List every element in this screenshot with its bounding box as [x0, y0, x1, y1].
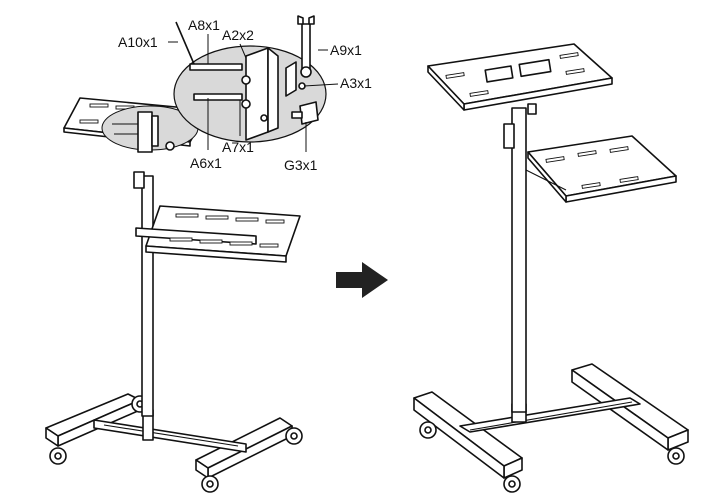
- label-a3: A3x1: [340, 75, 372, 91]
- top-tray-right: [427, 43, 613, 111]
- allen-key-icon: [175, 21, 195, 65]
- base-right: [413, 363, 689, 493]
- right-arrow-icon: [336, 262, 388, 298]
- label-a6: A6x1: [190, 155, 222, 171]
- detail-callout: A10x1 A8x1 A2x2 A9x1 A3x1 A6x1 A7x1 G3x1: [118, 15, 372, 173]
- base-left: [45, 393, 303, 493]
- wrench-icon: [297, 15, 315, 78]
- label-a9: A9x1: [330, 42, 362, 58]
- column-right: [511, 107, 527, 413]
- label-a10: A10x1: [118, 34, 158, 50]
- label-a2: A2x2: [222, 27, 254, 43]
- bolt-a6: [193, 93, 243, 101]
- side-tray-right: [525, 135, 677, 203]
- label-g3: G3x1: [284, 157, 318, 173]
- label-a7: A7x1: [222, 139, 254, 155]
- bolt-a8: [189, 63, 243, 71]
- stand-after: [413, 43, 689, 493]
- column-left: [141, 175, 154, 417]
- lower-tray-left: [135, 205, 301, 263]
- stand-before: [45, 97, 303, 493]
- label-a8: A8x1: [188, 17, 220, 33]
